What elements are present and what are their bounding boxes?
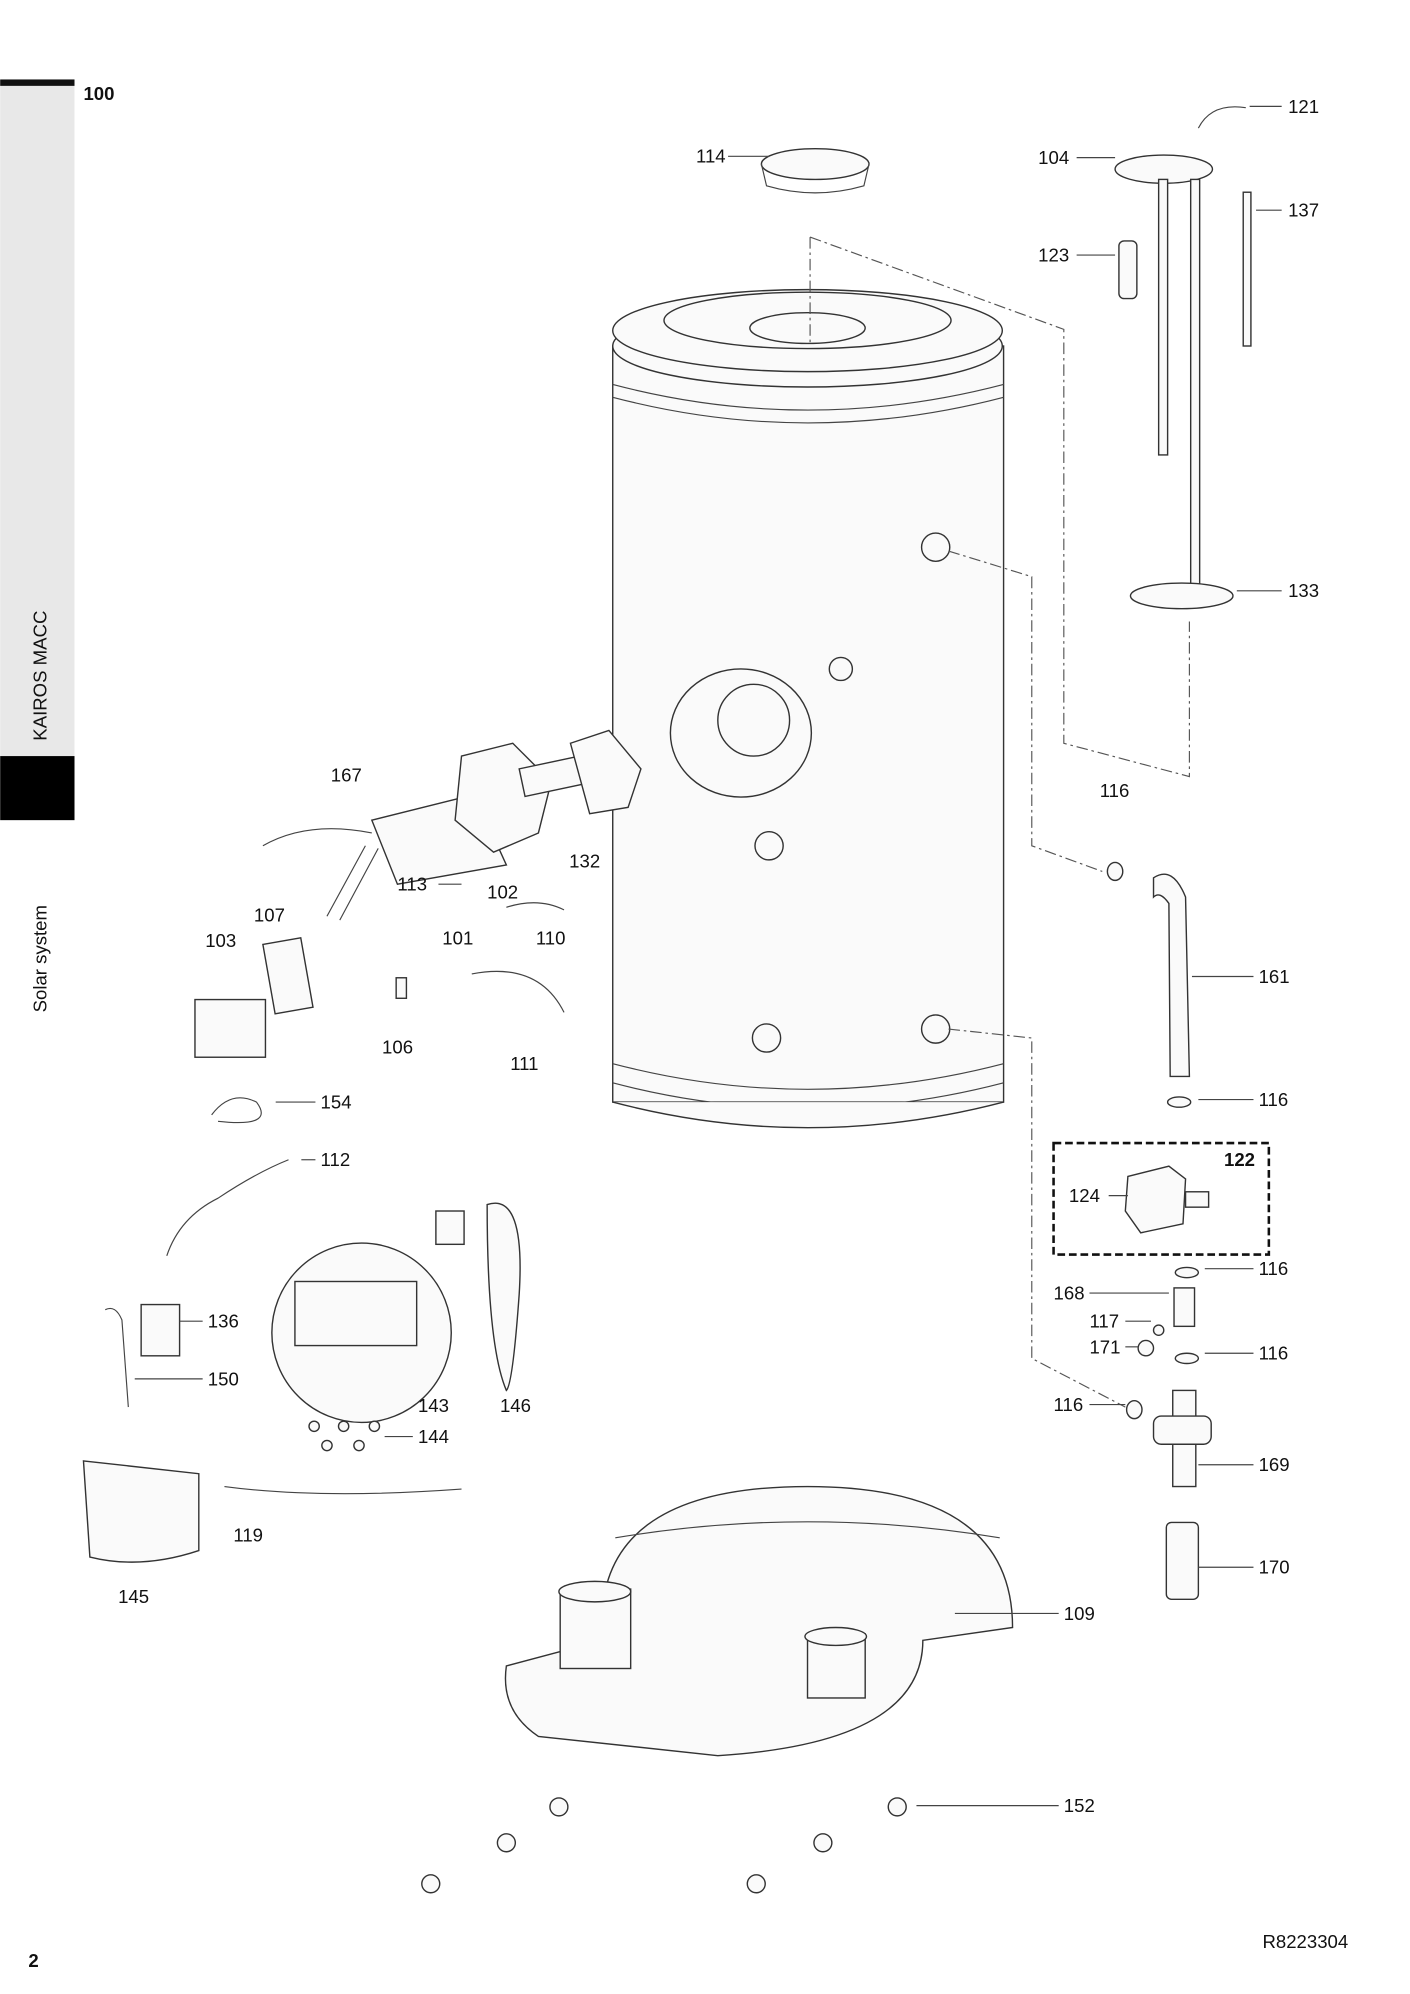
part-label: 167 [331,765,362,786]
left-parts-drawing [82,729,642,1563]
part-label: 103 [205,930,236,951]
part-label: 154 [321,1091,352,1112]
tank-drawing [612,288,1005,1129]
part-label: 116 [1259,1089,1289,1110]
sidebar-black-block [0,756,75,821]
section-number: 100 [83,83,114,104]
part-label: 146 [500,1395,531,1416]
part-label: 116 [1054,1394,1084,1415]
part-label: 117 [1089,1311,1119,1332]
part-label: 122 [1224,1149,1255,1170]
category-name: Solar system [29,905,50,1012]
right-parts-drawing [760,106,1271,1601]
reference-code: R8223304 [1262,1931,1348,1952]
part-label: 169 [1259,1454,1290,1475]
sidebar-top-rule [0,79,75,86]
part-label: 113 [397,874,427,895]
part-label: 144 [418,1426,449,1447]
part-label: 107 [254,904,285,925]
part-label: 136 [208,1311,239,1332]
part-label: 152 [1064,1795,1095,1816]
part-label: 110 [536,927,566,948]
part-label: 109 [1064,1603,1095,1624]
part-label: 132 [569,851,600,872]
part-label: 168 [1054,1282,1085,1303]
part-label: 119 [233,1525,263,1546]
part-label: 150 [208,1368,239,1389]
part-label: 133 [1288,580,1319,601]
part-label: 114 [696,146,726,167]
part-label: 143 [418,1395,449,1416]
part-label: 106 [382,1036,413,1057]
part-label: 111 [510,1053,538,1074]
part-label: 116 [1100,780,1130,801]
part-label: 161 [1259,966,1290,987]
part-label: 145 [118,1586,149,1607]
part-label: 116 [1259,1258,1289,1279]
assembly-122-box [1052,1141,1271,1256]
part-label: 101 [442,927,473,948]
part-label: 102 [487,881,518,902]
product-name: KAIROS MACC [29,611,50,741]
part-label: 104 [1038,147,1069,168]
part-label: 171 [1089,1336,1120,1357]
sidebar-gray-band [0,84,75,757]
part-label: 116 [1259,1343,1289,1364]
part-label: 123 [1038,244,1069,265]
part-label: 112 [321,1149,351,1170]
part-label: 124 [1069,1185,1100,1206]
base-drawing [421,1485,1014,1894]
page-number: 2 [28,1950,38,1971]
part-label: 121 [1288,96,1319,117]
part-label: 137 [1288,200,1319,221]
part-label: 170 [1259,1557,1290,1578]
